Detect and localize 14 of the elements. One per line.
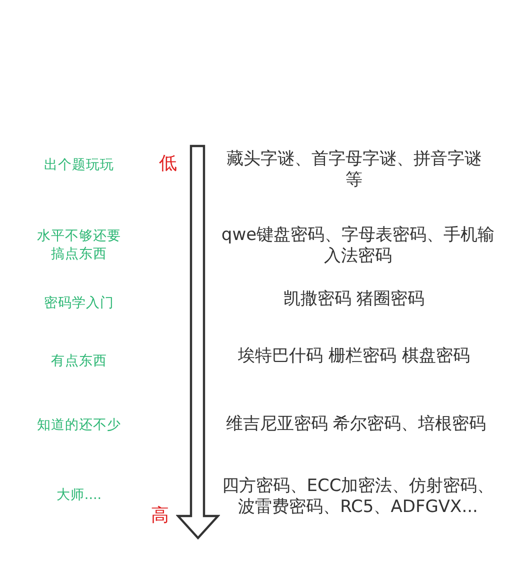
cipher-list: 凯撒密码 猪圈密码 [219, 289, 489, 310]
cipher-list: 四方密码、ECC加密法、仿射密码、波雷费密码、RC5、ADFGVX... [219, 476, 497, 518]
cipher-list: 维吉尼亚密码 希尔密码、培根密码 [220, 414, 492, 435]
level-label: 水平不够还要搞点东西 [36, 227, 122, 263]
scale-label: 低 [158, 153, 178, 175]
level-label: 大师.... [55, 486, 103, 504]
cipher-list: 藏头字谜、首字母字谜、拼音字谜等 [223, 149, 485, 191]
cipher-list: qwe键盘密码、字母表密码、手机输入法密码 [220, 225, 496, 267]
level-label: 有点东西 [50, 352, 108, 370]
level-label: 密码学入门 [43, 294, 115, 312]
cipher-list: 埃特巴什码 栅栏密码 棋盘密码 [219, 346, 489, 367]
level-label: 出个题玩玩 [43, 156, 115, 174]
level-label: 知道的还不少 [36, 416, 122, 434]
scale-label: 高 [150, 505, 170, 527]
